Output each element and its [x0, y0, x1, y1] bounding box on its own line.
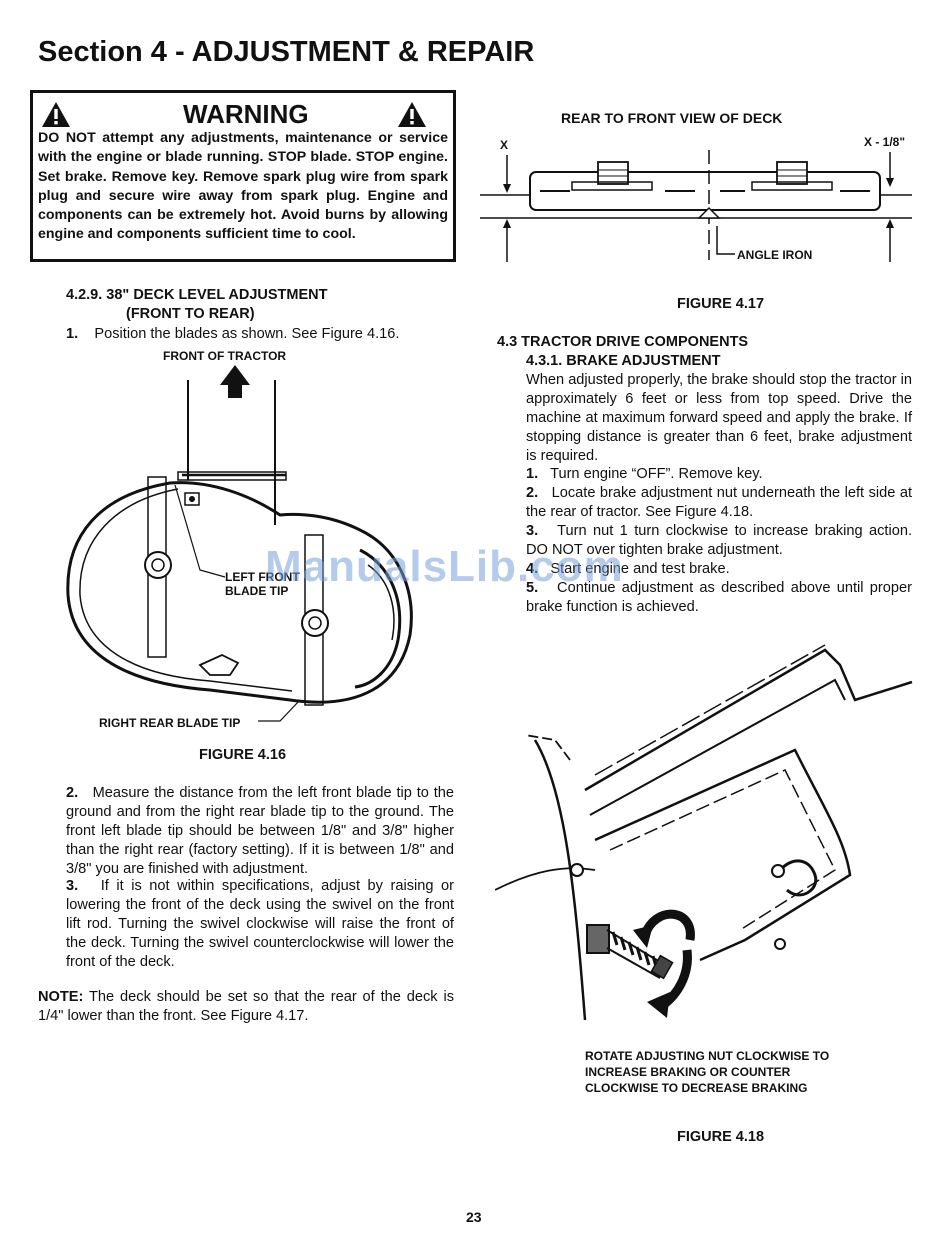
page-number: 23 [466, 1209, 482, 1225]
step-text: Start engine and test brake. [550, 561, 730, 577]
note-label: NOTE: [38, 989, 84, 1005]
step-text: Measure the distance from the left front… [66, 785, 454, 877]
step-number: 2. [66, 785, 79, 801]
brake-step-2: 2. Locate brake adjustment nut underneat… [526, 484, 912, 522]
step-text: Position the blades as shown. See Figure… [94, 326, 400, 342]
figure-4-17-title: REAR TO FRONT VIEW OF DECK [561, 110, 783, 126]
tractor-drive-heading: 4.3 TRACTOR DRIVE COMPONENTS [497, 334, 749, 350]
brake-intro: When adjusted properly, the brake should… [526, 372, 912, 464]
brake-adjustment-heading: 4.3.1. BRAKE ADJUSTMENT [526, 353, 721, 369]
warning-header: WARNING [33, 97, 453, 129]
note-text: The deck should be set so that the rear … [38, 989, 454, 1024]
brake-rotate-label: ROTATE ADJUSTING NUT CLOCKWISE TO INCREA… [585, 1048, 829, 1096]
angle-iron-label: ANGLE IRON [737, 248, 813, 262]
right-rear-blade-tip-label: RIGHT REAR BLADE TIP [99, 716, 241, 730]
brake-step-5: 5. Continue adjustment as described abov… [526, 579, 912, 617]
watermark: ManualsLib.com [265, 542, 624, 591]
step-text: Locate brake adjustment nut underneath t… [526, 485, 912, 520]
step-number: 5. [526, 580, 539, 596]
front-arrow-icon [220, 365, 250, 398]
deck-level-subheading: (FRONT TO REAR) [126, 306, 255, 322]
figure-4-16-caption: FIGURE 4.16 [199, 747, 287, 763]
deck-step-2: 2. Measure the distance from the left fr… [66, 784, 454, 879]
warning-triangle-icon [398, 102, 426, 127]
warning-text: DO NOT attempt any adjustments, maintena… [38, 130, 448, 243]
step-text: Turn engine “OFF”. Remove key. [550, 466, 763, 482]
figure-4-17-caption: FIGURE 4.17 [677, 296, 765, 312]
label-line: BLADE TIP [225, 584, 289, 598]
deck-note: NOTE: The deck should be set so that the… [38, 988, 454, 1026]
warning-triangle-icon [42, 102, 70, 127]
brake-assembly-diagram [495, 644, 913, 1021]
deck-rear-view-diagram [480, 150, 912, 262]
deck-diagram [66, 365, 413, 722]
step-number: 3. [526, 523, 539, 539]
step-number: 1. [526, 466, 539, 482]
brake-step-3: 3. Turn nut 1 turn clockwise to increase… [526, 522, 912, 560]
left-front-blade-tip-label: LEFT FRONT BLADE TIP [225, 570, 300, 598]
label-line: INCREASE BRAKING OR COUNTER [585, 1065, 791, 1079]
step-number: 4. [526, 561, 539, 577]
brake-step-4: 4. Start engine and test brake. [526, 560, 912, 579]
label-line: LEFT FRONT [225, 570, 300, 584]
step-text: Turn nut 1 turn clockwise to increase br… [526, 523, 912, 558]
deck-step-3: 3. If it is not within specifications, a… [66, 877, 454, 972]
label-line: ROTATE ADJUSTING NUT CLOCKWISE TO [585, 1049, 830, 1063]
warning-box: WARNING DO NOT attempt any adjustments, … [30, 90, 456, 262]
deck-step-1: 1. Position the blades as shown. See Fig… [66, 325, 399, 344]
warning-title: WARNING [183, 99, 309, 129]
figure-4-18-caption: FIGURE 4.18 [677, 1129, 765, 1145]
x-label: X [500, 138, 509, 152]
step-number: 1. [66, 326, 79, 342]
label-line: CLOCKWISE TO DECREASE BRAKING [585, 1081, 808, 1095]
brake-step-1: 1. Turn engine “OFF”. Remove key. [526, 465, 912, 484]
step-number: 2. [526, 485, 539, 501]
x-minus-label: X - 1/8" [864, 135, 906, 149]
step-text: Continue adjustment as described above u… [526, 580, 912, 615]
deck-level-heading: 4.2.9. 38" DECK LEVEL ADJUSTMENT [66, 287, 328, 303]
step-number: 3. [66, 878, 79, 894]
page-title: Section 4 - ADJUSTMENT & REPAIR [38, 36, 535, 68]
step-text: If it is not within specifications, adju… [66, 878, 454, 970]
front-of-tractor-label: FRONT OF TRACTOR [163, 349, 287, 363]
